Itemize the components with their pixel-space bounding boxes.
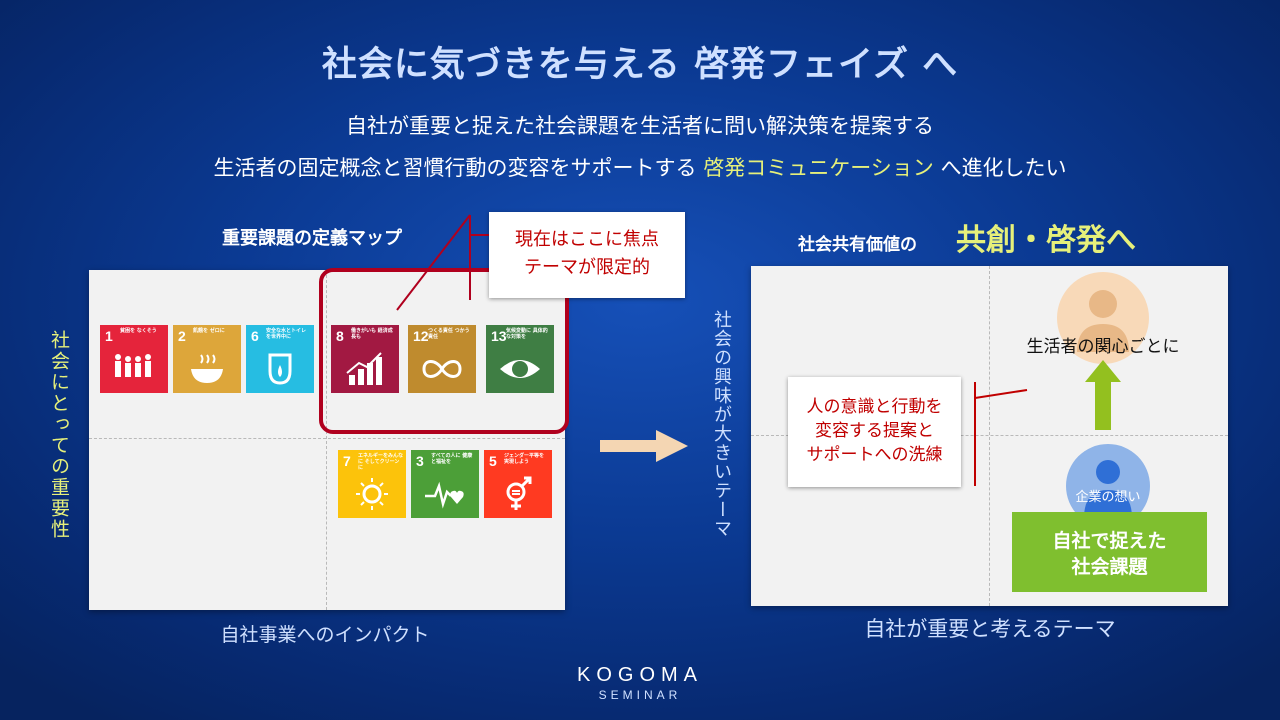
subtitle-line-2-c: へ進化したい xyxy=(933,156,1067,180)
subtitle-line-1: 自社が重要と捉えた社会課題を生活者に問い解決策を提案する xyxy=(346,114,934,138)
sdg-text: 貧困を なくそう xyxy=(120,328,157,334)
gender-icon xyxy=(506,476,532,510)
right-y-axis-label: 社会の興味が大きいテーマ xyxy=(711,310,732,538)
right-map-horizontal-divider xyxy=(751,435,1228,436)
sdg-text: 働きがいも 経済成長も xyxy=(351,328,393,340)
company-issue-line-2: 社会課題 xyxy=(1071,556,1148,578)
sdg-text: つくる責任 つかう責任 xyxy=(428,328,470,340)
left-y-axis-label: 社会にとっての重要性 xyxy=(48,330,70,540)
left-map-heading: 重要課題の定義マップ xyxy=(222,228,402,249)
company-label: 企業の想い xyxy=(1075,490,1141,505)
subtitle-line-2-highlight: 啓発コミュニケーション xyxy=(703,156,934,180)
left-map-panel xyxy=(89,270,565,610)
right-map-heading-big: 共創・啓発へ xyxy=(956,223,1136,258)
consumer-label: 生活者の関心ごとに xyxy=(1026,337,1180,357)
sdg-text: 安全な水とトイレ を世界中に xyxy=(266,328,307,340)
right-map-vertical-divider xyxy=(989,266,990,606)
sdg-2-icon: 2 飢餓を ゼロに xyxy=(173,325,241,393)
sdg-text: ジェンダー平等を 実現しよう xyxy=(504,453,545,465)
sdg-number: 12 xyxy=(413,328,429,344)
heartbeat-icon xyxy=(425,481,464,509)
sdg-number: 7 xyxy=(343,453,351,469)
sdg-number: 8 xyxy=(336,328,344,344)
water-icon xyxy=(268,353,292,385)
sdg-number: 5 xyxy=(489,453,497,469)
left-x-axis-label: 自社事業へのインパクト xyxy=(220,624,430,646)
sdg-number: 6 xyxy=(251,328,259,344)
right-callout-line-2: 変容する提案と xyxy=(815,421,934,441)
right-arrow-icon xyxy=(600,430,688,462)
people-icon xyxy=(115,354,151,377)
focus-highlight-frame xyxy=(319,268,569,434)
left-callout-line-1: 現在はここに焦点 xyxy=(515,229,659,250)
right-x-axis-label: 自社が重要と考えるテーマ xyxy=(864,617,1116,641)
sdg-text: 気候変動に 具体的な対策を xyxy=(506,328,548,340)
bowl-icon xyxy=(191,354,223,383)
subtitle-line-2: 生活者の固定概念と習慣行動の変容をサポートする 啓発コミュニケーション へ進化し… xyxy=(0,152,1280,182)
person-icon xyxy=(1084,460,1132,518)
logo-sub: SEMINAR xyxy=(598,688,682,702)
sdg-1-icon: 1 貧困を なくそう xyxy=(100,325,168,393)
infinity-icon xyxy=(422,360,462,378)
subtitle-line-2-a: 生活者の固定概念と習慣行動の変容をサポートする xyxy=(213,156,704,180)
logo-brand: KOGOMA xyxy=(576,664,703,686)
sdg-number: 1 xyxy=(105,328,113,344)
consumer-avatar xyxy=(1057,272,1149,364)
sdg-text: 飢餓を ゼロに xyxy=(193,328,225,334)
left-callout-line-2: テーマが限定的 xyxy=(524,257,650,278)
company-issue-line-1: 自社で捉えた xyxy=(1052,530,1167,552)
right-callout-box: 人の意識と行動を 変容する提案と サポートへの洗練 xyxy=(788,377,961,487)
sdg-8-icon: 8 働きがいも 経済成長も xyxy=(331,325,399,393)
person-icon xyxy=(1077,290,1129,352)
sdg-text: すべての人に 健康と福祉を xyxy=(431,453,473,465)
callout-connector xyxy=(396,214,490,311)
right-callout-bracket xyxy=(974,382,1028,486)
sdg-5-icon: 5 ジェンダー平等を 実現しよう xyxy=(484,450,552,518)
eye-earth-icon xyxy=(500,360,540,378)
sdg-text: エネルギーをみんなに そしてクリーンに xyxy=(358,453,404,471)
sdg-number: 13 xyxy=(491,328,507,344)
sdg-3-icon: 3 すべての人に 健康と福祉を xyxy=(411,450,479,518)
left-map-horizontal-divider xyxy=(89,438,565,439)
company-issue-box: 自社で捉えた 社会課題 xyxy=(1012,512,1207,592)
sdg-6-icon: 6 安全な水とトイレ を世界中に xyxy=(246,325,314,393)
up-arrow-icon xyxy=(1085,360,1121,430)
right-map-heading-small: 社会共有価値の xyxy=(798,235,917,255)
left-map-vertical-divider xyxy=(326,270,327,610)
energy-icon xyxy=(356,478,388,510)
right-callout-line-1: 人の意識と行動を xyxy=(806,397,943,417)
sdg-number: 3 xyxy=(416,453,424,469)
sdg-7-icon: 7 エネルギーをみんなに そしてクリーンに xyxy=(338,450,406,518)
sdg-number: 2 xyxy=(178,328,186,344)
right-callout-line-3: サポートへの洗練 xyxy=(806,445,943,465)
growth-chart-icon xyxy=(346,352,382,385)
left-callout-box: 現在はここに焦点 テーマが限定的 xyxy=(489,212,685,298)
slide-title: 社会に気づきを与える 啓発フェイズ へ xyxy=(321,45,959,85)
